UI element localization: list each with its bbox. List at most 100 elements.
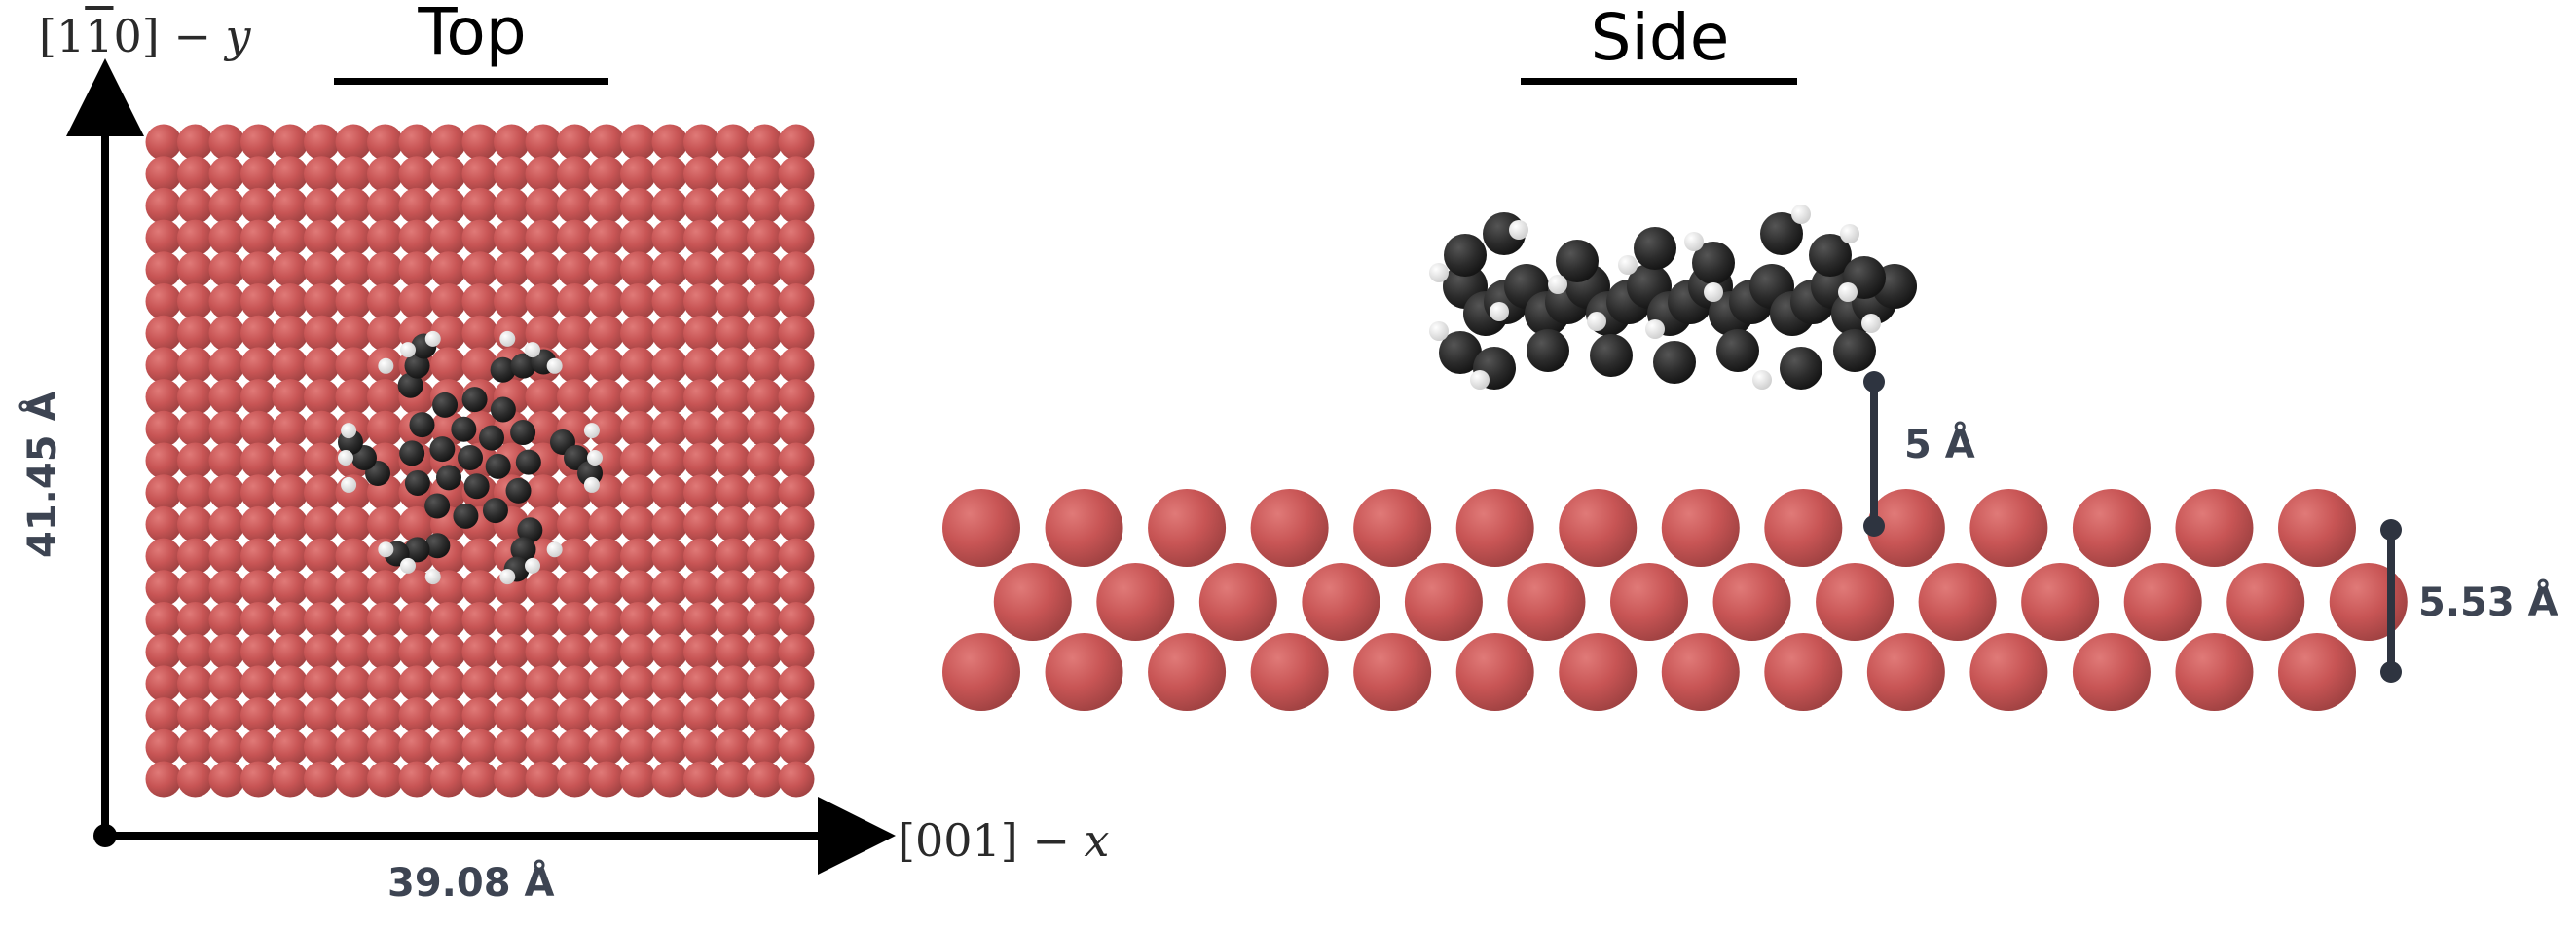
- surface-atom: [208, 219, 245, 256]
- surface-atom: [620, 283, 656, 319]
- surface-atom: [651, 570, 688, 607]
- slab-atom: [1404, 563, 1483, 641]
- surface-atom: [208, 538, 245, 575]
- slab-atom: [1198, 563, 1277, 641]
- surface-atom: [430, 283, 466, 319]
- surface-atom: [272, 697, 309, 734]
- carbon-atom: [510, 353, 536, 379]
- surface-atom: [715, 251, 752, 288]
- slab-atom: [1866, 633, 1945, 711]
- surface-atom: [715, 379, 752, 416]
- surface-atom: [651, 442, 688, 479]
- carbon-atom: [1439, 331, 1482, 374]
- surface-atom: [145, 505, 182, 542]
- surface-atom: [304, 602, 340, 638]
- surface-atom: [398, 505, 435, 542]
- surface-atom: [304, 761, 340, 798]
- surface-atom: [620, 474, 656, 511]
- surface-atom: [367, 602, 403, 638]
- slab-atom: [1816, 563, 1895, 641]
- surface-atom: [240, 187, 276, 224]
- surface-atom: [683, 156, 719, 193]
- surface-atom: [588, 761, 625, 798]
- surface-atom: [461, 665, 498, 702]
- hydrogen-atom: [499, 569, 516, 585]
- hydrogen-atom: [1840, 224, 1859, 243]
- surface-atom: [683, 283, 719, 319]
- surface-atom: [683, 315, 719, 352]
- surface-atom: [145, 124, 182, 161]
- side-panel-title: Side: [1590, 0, 1730, 75]
- surface-atom: [398, 124, 435, 161]
- surface-atom: [335, 602, 372, 638]
- surface-atom: [494, 251, 530, 288]
- surface-atom: [494, 697, 530, 734]
- hydrogen-atom: [341, 476, 357, 493]
- y-axis-label: [110] − y: [39, 10, 251, 62]
- surface-atom: [177, 538, 213, 575]
- surface-atom: [177, 219, 213, 256]
- hydrogen-atom: [499, 330, 516, 347]
- surface-atom: [557, 315, 593, 352]
- surface-atom: [177, 251, 213, 288]
- hydrogen-atom: [1429, 263, 1449, 282]
- surface-atom: [145, 315, 182, 352]
- surface-atom: [747, 570, 783, 607]
- hydrogen-atom: [378, 541, 394, 558]
- x-axis-label: [001] − x: [898, 814, 1110, 867]
- carbon-atom: [397, 372, 423, 398]
- slab-atom: [1455, 633, 1534, 711]
- surface-atom: [747, 124, 783, 161]
- surface-atom: [367, 633, 403, 670]
- surface-atom: [588, 570, 625, 607]
- surface-atom: [461, 761, 498, 798]
- surface-atom: [557, 538, 593, 575]
- carbon-atom: [458, 445, 483, 470]
- surface-atom: [620, 251, 656, 288]
- surface-atom: [620, 761, 656, 798]
- surface-atom: [208, 442, 245, 479]
- surface-atom: [747, 728, 783, 765]
- slab-atom: [1559, 489, 1638, 567]
- surface-atom: [683, 570, 719, 607]
- surface-atom: [683, 187, 719, 224]
- surface-atom: [240, 251, 276, 288]
- carbon-atom: [429, 436, 456, 463]
- surface-atom: [557, 251, 593, 288]
- surface-atom: [335, 156, 372, 193]
- surface-atom: [747, 219, 783, 256]
- surface-atom: [715, 728, 752, 765]
- carbon-atom: [409, 412, 435, 438]
- surface-atom: [240, 474, 276, 511]
- surface-atom: [715, 570, 752, 607]
- hydrogen-atom: [1587, 312, 1606, 331]
- surface-atom: [304, 538, 340, 575]
- side-view-molecule: [1429, 205, 1917, 390]
- surface-atom: [620, 728, 656, 765]
- surface-atom: [240, 379, 276, 416]
- slab-atom: [1302, 563, 1380, 641]
- surface-atom: [778, 379, 815, 416]
- surface-atom: [177, 156, 213, 193]
- surface-atom: [145, 442, 182, 479]
- surface-atom: [461, 219, 498, 256]
- hydrogen-atom: [1861, 314, 1881, 333]
- surface-atom: [557, 187, 593, 224]
- hydrogen-atom: [1548, 275, 1567, 294]
- surface-atom: [494, 761, 530, 798]
- surface-atom: [620, 442, 656, 479]
- surface-atom: [683, 761, 719, 798]
- surface-atom: [651, 538, 688, 575]
- surface-atom: [304, 124, 340, 161]
- slab-atom: [2329, 563, 2408, 641]
- surface-atom: [683, 124, 719, 161]
- surface-atom: [272, 505, 309, 542]
- surface-atom: [367, 187, 403, 224]
- surface-atom: [620, 219, 656, 256]
- hydrogen-atom: [1490, 302, 1509, 321]
- surface-atom: [304, 442, 340, 479]
- hydrogen-atom: [424, 569, 441, 585]
- slab-atom: [1969, 489, 2048, 567]
- hydrogen-atom: [546, 357, 563, 374]
- surface-atom: [778, 442, 815, 479]
